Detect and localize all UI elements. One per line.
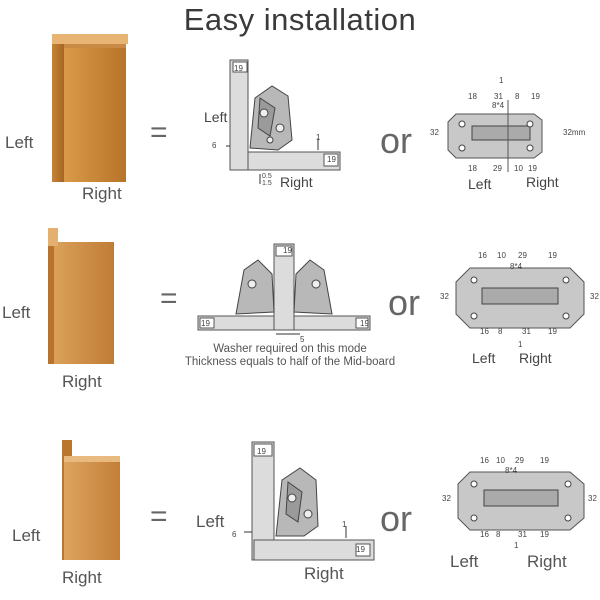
plate-dim-19b: 19 bbox=[548, 327, 557, 336]
dim-1: 1 bbox=[316, 133, 321, 142]
plate-right-label: Right bbox=[526, 174, 559, 190]
plate-left-label: Left bbox=[472, 350, 496, 366]
washer-note: Washer required on this mode bbox=[213, 343, 367, 355]
plate-dim-18a: 18 bbox=[468, 92, 477, 101]
photo-left-label: Left bbox=[2, 303, 31, 322]
equals-sign: = bbox=[150, 116, 168, 149]
plate-dim-29: 29 bbox=[493, 164, 502, 173]
dim-5: 5 bbox=[300, 335, 305, 344]
plate-left-label: Left bbox=[450, 552, 479, 571]
plate-dim-10: 10 bbox=[497, 251, 506, 260]
side-right-label: Right bbox=[280, 174, 313, 190]
plate-dim-31: 31 bbox=[494, 92, 503, 101]
photo-right-label: Right bbox=[62, 372, 102, 391]
plate-dim-19a: 19 bbox=[531, 92, 540, 101]
plate-dim-8x4: 8*4 bbox=[492, 101, 505, 110]
plate-dim-18b: 18 bbox=[468, 164, 477, 173]
dim-1: 1 bbox=[342, 520, 347, 529]
plate-dim-19a: 19 bbox=[548, 251, 557, 260]
plate-dim-29: 29 bbox=[515, 456, 524, 465]
plate-dim-8x4: 8*4 bbox=[505, 466, 518, 475]
plate-dim-32-left: 32 bbox=[430, 128, 439, 137]
photo-left-label: Left bbox=[12, 526, 41, 545]
dim-6: 6 bbox=[232, 530, 237, 539]
plate-dim-16b: 16 bbox=[480, 530, 489, 539]
dim-19-top: 19 bbox=[283, 246, 292, 255]
plate-dim-32-left: 32 bbox=[442, 494, 451, 503]
plate-dim-1: 1 bbox=[499, 76, 504, 85]
plate-dim-31: 31 bbox=[522, 327, 531, 336]
dim-19-top: 19 bbox=[234, 64, 243, 73]
dim-6: 6 bbox=[212, 141, 217, 150]
photo-right-label: Right bbox=[62, 568, 102, 587]
dim-19-side: 19 bbox=[356, 545, 365, 554]
wood-photo-3 bbox=[62, 440, 120, 560]
plate-dim-32-right: 32 bbox=[588, 494, 597, 503]
or-text: or bbox=[388, 282, 421, 323]
plate-dim-8: 8 bbox=[496, 530, 501, 539]
plate-dim-8: 8 bbox=[498, 327, 503, 336]
plate-dim-29: 29 bbox=[518, 251, 527, 260]
side-left-label: Left bbox=[196, 512, 225, 531]
plate-dim-19b: 19 bbox=[540, 530, 549, 539]
page-title: Easy installation bbox=[183, 2, 417, 37]
or-text: or bbox=[380, 120, 413, 161]
hinge-plate-diagram-1 bbox=[447, 100, 543, 172]
dim-19-top: 19 bbox=[257, 447, 266, 456]
plate-dim-8x4: 8*4 bbox=[510, 262, 523, 271]
dim-19-side: 19 bbox=[327, 155, 336, 164]
plate-right-label: Right bbox=[519, 350, 552, 366]
dim-19-left: 19 bbox=[201, 319, 210, 328]
wood-photo-1 bbox=[52, 34, 128, 182]
side-right-label: Right bbox=[304, 564, 344, 583]
photo-left-label: Left bbox=[5, 133, 34, 152]
plate-dim-16b: 16 bbox=[480, 327, 489, 336]
plate-dim-1: 1 bbox=[514, 541, 519, 550]
hinge-plate-diagram-3 bbox=[457, 471, 585, 531]
plate-dim-16a: 16 bbox=[480, 456, 489, 465]
plate-right-label: Right bbox=[527, 552, 567, 571]
side-view-diagram-3 bbox=[244, 441, 375, 561]
plate-dim-16a: 16 bbox=[478, 251, 487, 260]
side-view-diagram-1 bbox=[226, 59, 341, 184]
plate-dim-10: 10 bbox=[496, 456, 505, 465]
side-left-label: Left bbox=[204, 109, 228, 125]
plate-dim-32-right: 32 bbox=[590, 292, 599, 301]
plate-dim-1: 1 bbox=[518, 340, 523, 349]
equals-sign: = bbox=[150, 500, 168, 533]
dim-1-5: 1.5 bbox=[262, 180, 272, 187]
plate-dim-31: 31 bbox=[518, 530, 527, 539]
plate-dim-19b: 19 bbox=[528, 164, 537, 173]
dim-19-right: 19 bbox=[360, 319, 369, 328]
equals-sign: = bbox=[160, 282, 178, 315]
photo-right-label: Right bbox=[82, 184, 122, 203]
dim-0-5: 0.5 bbox=[262, 173, 272, 180]
plate-dim-32-left: 32 bbox=[440, 292, 449, 301]
wood-photo-2 bbox=[48, 228, 114, 364]
plate-left-label: Left bbox=[468, 176, 492, 192]
or-text: or bbox=[380, 498, 413, 539]
plate-dim-8: 8 bbox=[515, 92, 520, 101]
hinge-plate-diagram-2 bbox=[455, 267, 585, 329]
plate-dim-32-right: 32mm bbox=[563, 128, 586, 137]
thickness-note: Thickness equals to half of the Mid-boar… bbox=[184, 356, 396, 368]
plate-dim-10: 10 bbox=[514, 164, 523, 173]
side-view-diagram-2 bbox=[197, 243, 371, 335]
plate-dim-19a: 19 bbox=[540, 456, 549, 465]
